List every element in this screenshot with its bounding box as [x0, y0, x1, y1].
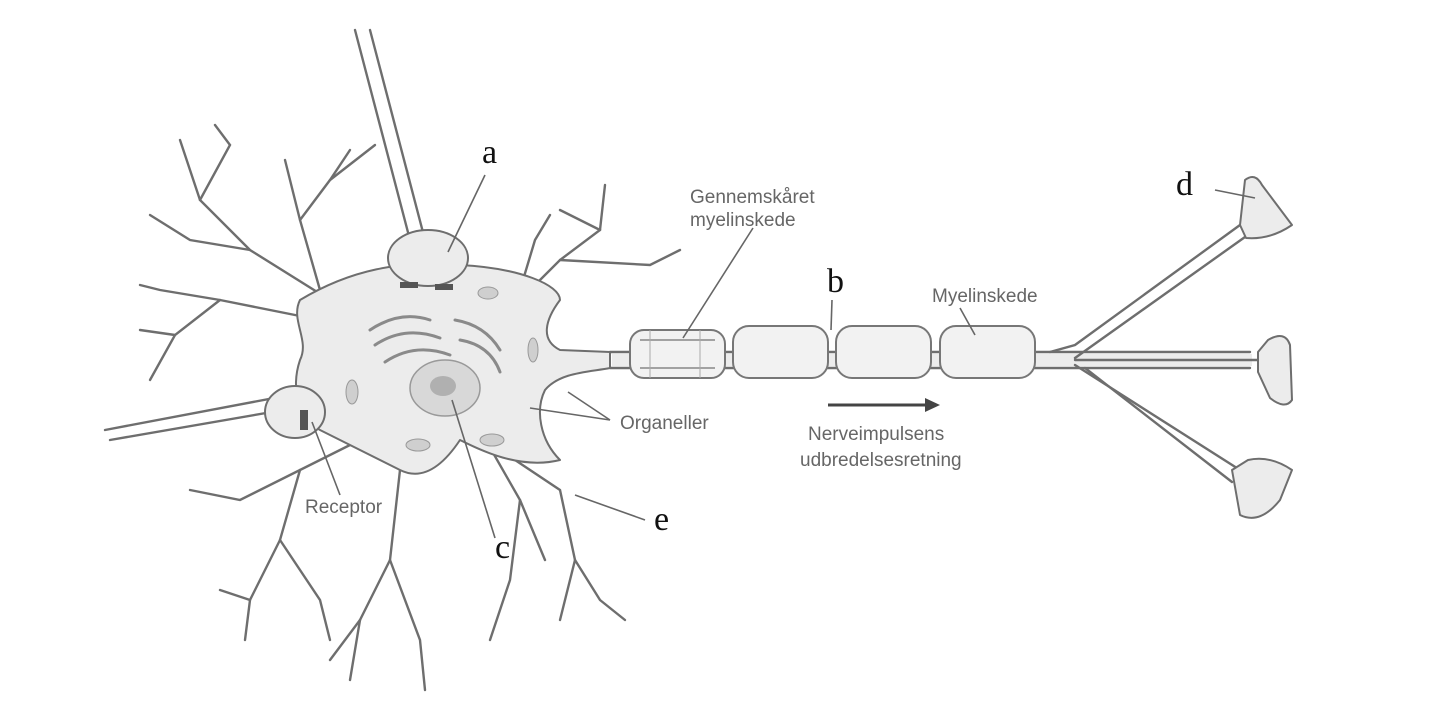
leader-lines: [311, 174, 1256, 539]
organelles-group: [345, 286, 539, 452]
receptor-mark-a2: [435, 284, 453, 290]
label-impulse-line2: udbredelsesretning: [800, 450, 962, 471]
dendrites: [103, 28, 682, 692]
myelin-segment-1: [732, 325, 829, 379]
nucleolus: [430, 376, 456, 396]
myelin-segment-2: [835, 325, 932, 379]
letter-a: a: [482, 134, 497, 171]
cut-myelin-sheath: [629, 329, 726, 379]
receptor-mark-a1: [400, 282, 418, 288]
axon-terminal-top: [1239, 175, 1293, 240]
impulse-arrow-head: [925, 398, 940, 412]
label-cut-myelin-line1: Gennemskåret: [690, 187, 815, 208]
label-organelles: Organeller: [620, 413, 709, 434]
label-myelin-sheath: Myelinskede: [932, 286, 1038, 307]
letter-d: d: [1176, 166, 1193, 203]
receptor-mark-left: [300, 410, 308, 430]
letter-c: c: [495, 529, 510, 566]
axon-terminals: [1048, 175, 1293, 519]
synaptic-terminal-top: [387, 229, 469, 287]
axon-terminal-middle: [1257, 335, 1293, 406]
axon-terminal-bottom: [1231, 457, 1293, 519]
synaptic-terminal-left: [264, 385, 326, 439]
label-receptor: Receptor: [305, 497, 383, 518]
letter-b: b: [827, 263, 844, 300]
label-impulse-line1: Nerveimpulsens: [808, 424, 944, 445]
label-cut-myelin-line2: myelinskede: [690, 210, 796, 231]
letter-e: e: [654, 501, 669, 538]
myelin-segment-3: [939, 325, 1036, 379]
